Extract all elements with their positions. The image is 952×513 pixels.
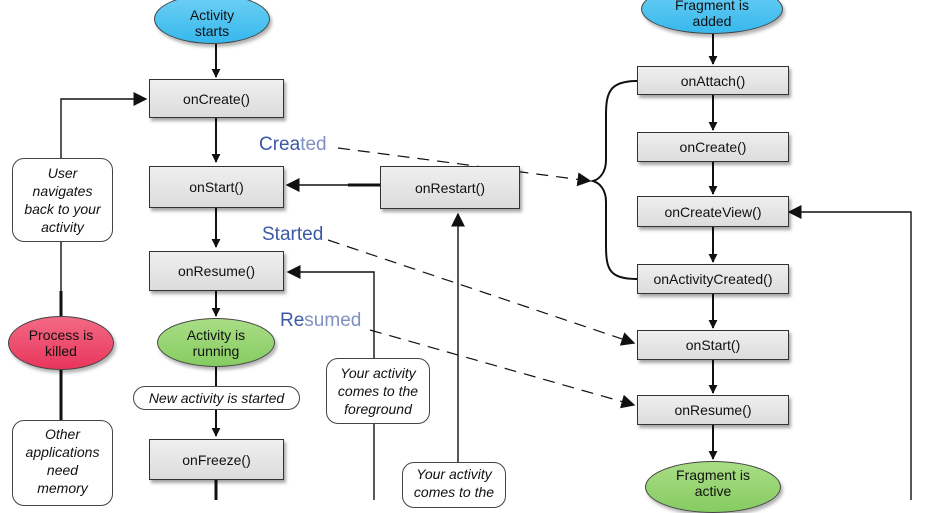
activity-oncreate-box: onCreate(): [149, 79, 284, 118]
fragment-oncreate-box: onCreate(): [637, 132, 789, 162]
activity-onresume-box: onResume(): [149, 251, 284, 291]
activity-running-node: Activity is running: [157, 318, 275, 367]
user-navigates-note: User navigates back to your activity: [12, 158, 113, 242]
dashed-created: [337, 147, 592, 187]
foreground-note-2: Your activity comes to the: [402, 462, 506, 508]
state-resumed-strong: Re: [280, 310, 305, 331]
fragment-active-node: Fragment is active: [645, 461, 781, 513]
activity-starts-node: Activity starts: [154, 0, 270, 44]
state-created-strong: Crea: [259, 134, 301, 155]
activity-onrestart-box: onRestart(): [380, 166, 520, 209]
new-activity-note: New activity is started: [133, 386, 300, 410]
activity-onfreeze-box: onFreeze(): [149, 439, 284, 480]
arrow-foreground-resume: [286, 265, 375, 500]
state-started-label: Started: [262, 224, 323, 246]
activity-onstart-box: onStart(): [149, 166, 284, 208]
lifecycle-connectors: [59, 34, 912, 500]
fragment-onstart-box: onStart(): [637, 330, 789, 360]
brace: [589, 80, 638, 280]
process-killed-node: Process is killed: [8, 316, 114, 370]
state-resumed-light: sumed: [304, 310, 362, 331]
arrow-loop-createview: [787, 205, 912, 500]
fragment-onattach-box: onAttach(): [637, 66, 789, 95]
fragment-oncreateview-box: onCreateView(): [637, 196, 789, 227]
other-apps-note: Other applications need memory: [12, 420, 113, 506]
fragment-onresume-box: onResume(): [637, 395, 789, 425]
state-resumed-label: Resumed: [280, 310, 361, 332]
dashed-started: [327, 239, 636, 346]
state-started-strong: Started: [262, 224, 324, 245]
foreground-note-1: Your activity comes to the foreground: [326, 358, 430, 424]
dashed-resumed: [369, 329, 636, 409]
fragment-onactivitycreated-box: onActivityCreated(): [637, 264, 789, 294]
state-created-label: Created: [259, 134, 327, 156]
state-created-light: ted: [300, 134, 327, 155]
